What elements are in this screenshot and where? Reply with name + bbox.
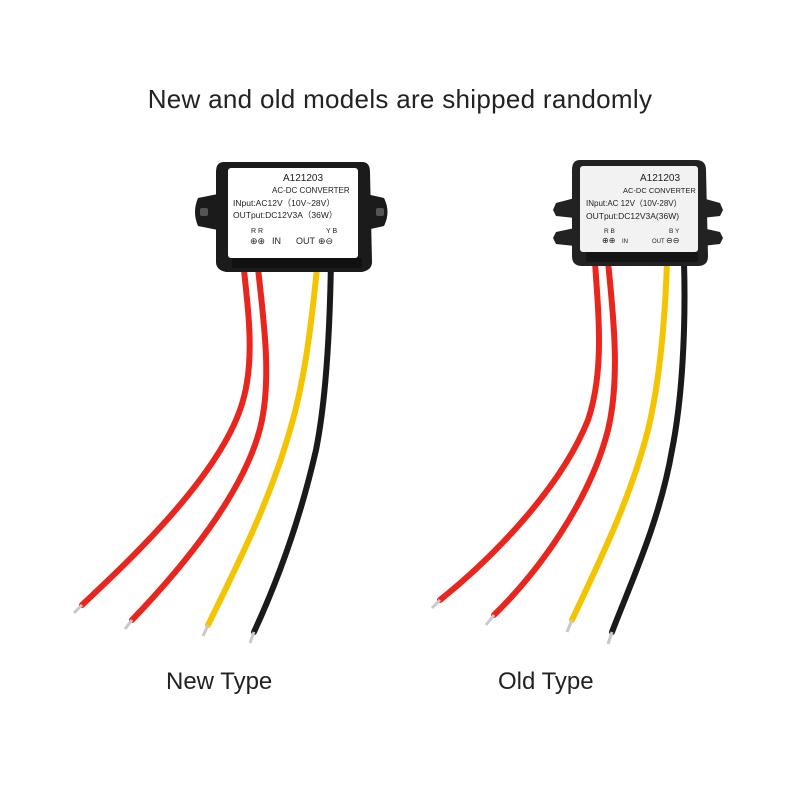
new-out-marks: Y B — [326, 228, 337, 235]
old-mount-ear-left — [553, 198, 575, 218]
old-type-caption: Old Type — [498, 668, 594, 695]
old-mount-ear-right — [702, 198, 723, 218]
red-wire-1 — [437, 259, 602, 603]
new-converter-label — [228, 168, 358, 258]
svg-text:⊖⊖: ⊖⊖ — [666, 236, 679, 245]
old-out-marks: B Y — [669, 228, 680, 235]
headline: New and old models are shipped randomly — [147, 84, 653, 114]
old-type-text: AC-DC CONVERTER — [623, 186, 696, 195]
new-type-text: AC-DC CONVERTER — [272, 186, 350, 195]
yellow-wire — [205, 255, 321, 628]
yellow-wire — [569, 259, 670, 623]
new-model-text: A121203 — [283, 173, 323, 184]
svg-text:⊕⊖: ⊕⊖ — [318, 236, 333, 246]
red-wire-2 — [491, 259, 618, 618]
red-wire-1 — [79, 255, 253, 608]
new-type-converter: A121203 AC-DC CONVERTER INput:AC12V（10V~… — [72, 162, 388, 644]
svg-text:⊕⊕: ⊕⊕ — [602, 236, 615, 245]
new-out-label: OUT — [296, 236, 316, 246]
old-in-marks: R B — [604, 228, 615, 235]
old-out-label: OUT — [652, 239, 665, 245]
svg-text:⊕⊕: ⊕⊕ — [250, 236, 265, 246]
red-wire-2 — [129, 255, 270, 623]
new-output-text: OUTput:DC12V3A（36W） — [233, 210, 337, 220]
old-type-converter: A121203 AC-DC CONVERTER INput:AC 12V（10V… — [430, 160, 723, 645]
old-input-text: INput:AC 12V（10V-28V） — [586, 199, 682, 208]
new-in-label: IN — [272, 236, 281, 246]
black-wire — [251, 255, 334, 635]
old-mount-ear-left-2 — [553, 228, 575, 246]
new-input-text: INput:AC12V（10V~28V） — [233, 198, 335, 208]
new-type-wires — [72, 255, 334, 644]
new-type-caption: New Type — [166, 668, 273, 695]
old-type-wires — [430, 259, 688, 645]
old-model-text: A121203 — [640, 173, 680, 184]
black-wire — [609, 259, 688, 635]
old-in-label: IN — [622, 239, 628, 245]
old-output-text: OUTput:DC12V3A(36W) — [586, 211, 679, 221]
old-converter-label — [580, 166, 698, 252]
new-in-marks: R R — [251, 228, 263, 235]
